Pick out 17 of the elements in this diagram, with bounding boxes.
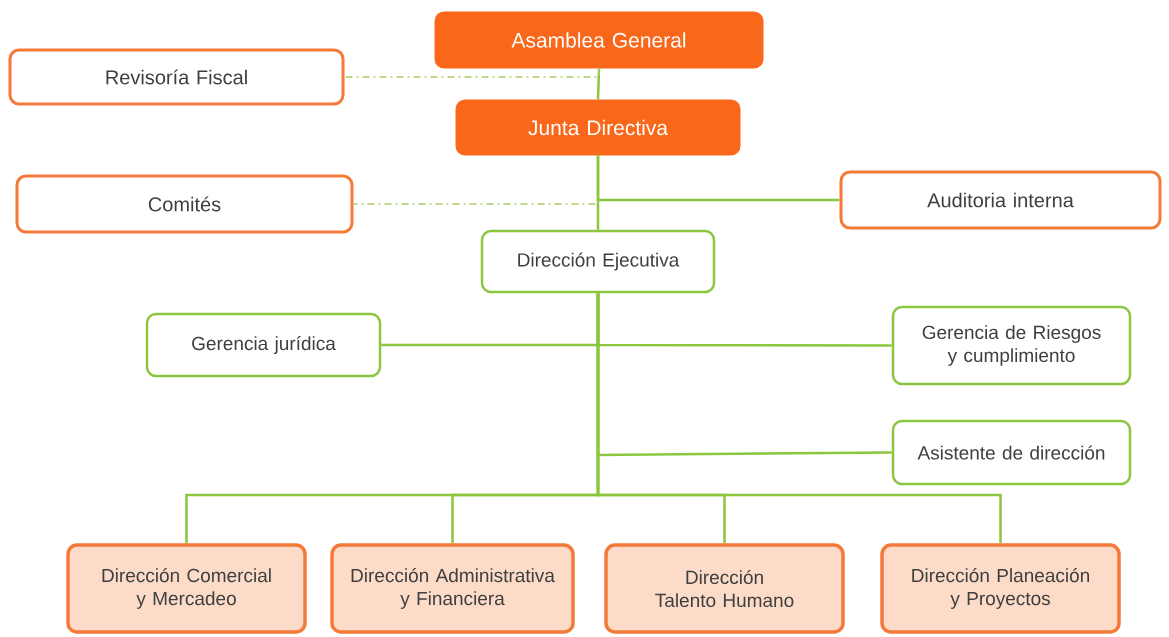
org-box: Revisoría Fiscal bbox=[8, 48, 345, 106]
department-box: Dirección Talento Humano bbox=[604, 543, 845, 634]
connector-line bbox=[596, 68, 601, 100]
org-box: Asistente de dirección bbox=[891, 419, 1132, 486]
department-box: Dirección Planeación y Proyectos bbox=[880, 543, 1121, 634]
department-box: Dirección Comercial y Mercadeo bbox=[66, 543, 307, 634]
org-box: Asamblea General bbox=[434, 11, 764, 69]
org-box: Auditoria interna bbox=[839, 170, 1162, 230]
connector-line bbox=[596, 293, 1002, 544]
connector-line bbox=[343, 67, 600, 78]
org-box: Gerencia de Riesgos y cumplimiento bbox=[891, 305, 1132, 386]
org-box: Dirección Ejecutiva bbox=[480, 229, 716, 294]
connector-line bbox=[596, 155, 840, 202]
org-box: Junta Directiva bbox=[455, 99, 741, 156]
org-box: Comités bbox=[15, 174, 354, 234]
department-box: Dirección Administrativa y Financiera bbox=[330, 543, 575, 634]
org-box: Gerencia jurídica bbox=[145, 312, 382, 378]
